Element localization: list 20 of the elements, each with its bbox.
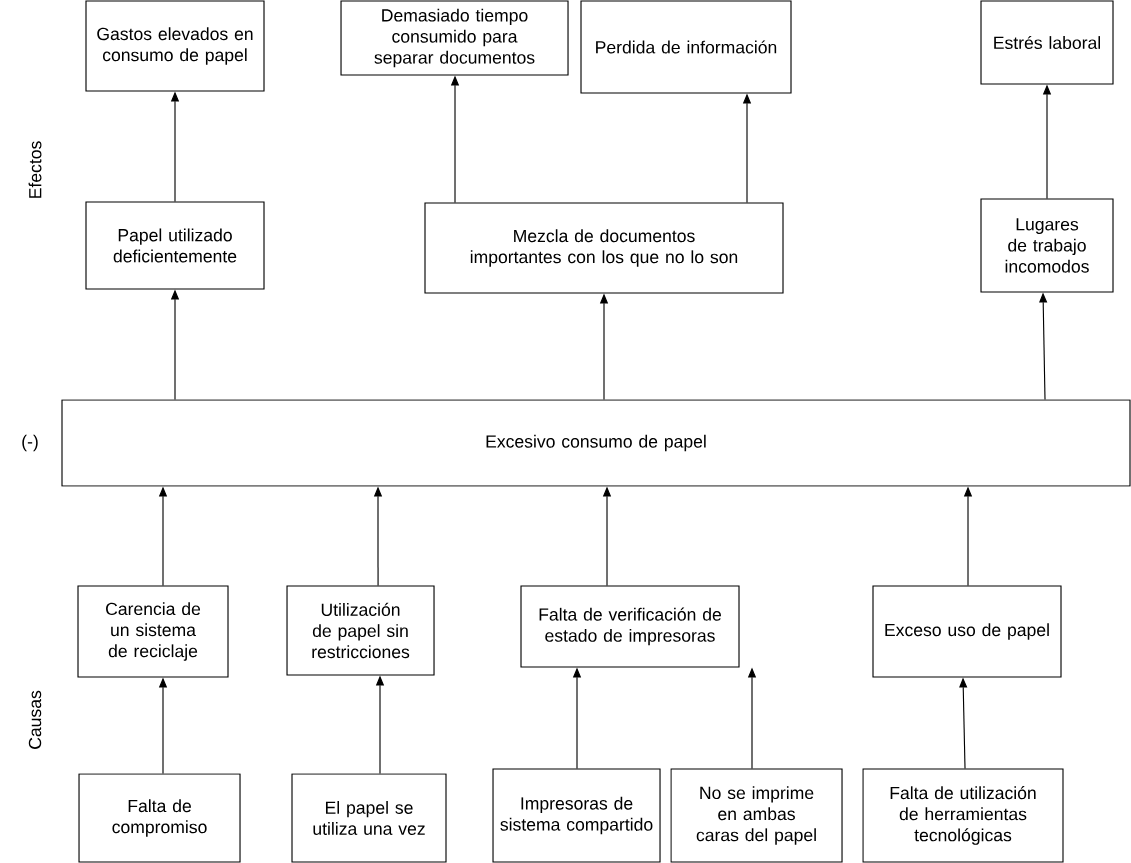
box: Papel utilizado deficientemente — [85, 201, 265, 290]
box: Gastos elevados en consumo de papel — [85, 0, 265, 92]
box: Carencia de un sistema de reciclaje — [77, 585, 229, 678]
box: El papel se utiliza una vez — [291, 773, 447, 863]
box: Utilización de papel sin restricciones — [286, 585, 435, 676]
box: Exceso uso de papel — [872, 585, 1062, 678]
box: Falta de utilización de herramientas tecnológicas — [862, 768, 1064, 863]
box: Impresoras de sistema compartido — [492, 768, 661, 863]
box: Excesivo consumo de papel — [61, 399, 1131, 487]
box: Lugares de trabajo incomodos — [980, 198, 1114, 293]
box: Falta de compromiso — [78, 773, 241, 863]
box: Demasiado tiempo consumido para separar documentos — [340, 0, 569, 76]
side-label: (-) — [22, 434, 38, 452]
box: No se imprime en ambas caras del papel — [670, 768, 843, 863]
box: Falta de verificación de estado de impresoras — [520, 585, 740, 668]
side-label: Causas — [28, 690, 42, 749]
side-label: Efectos — [28, 141, 42, 198]
box: Estrés laboral — [980, 0, 1114, 85]
box: Mezcla de documentos importantes con los que no lo son — [424, 202, 784, 294]
box: Perdida de información — [580, 0, 792, 94]
